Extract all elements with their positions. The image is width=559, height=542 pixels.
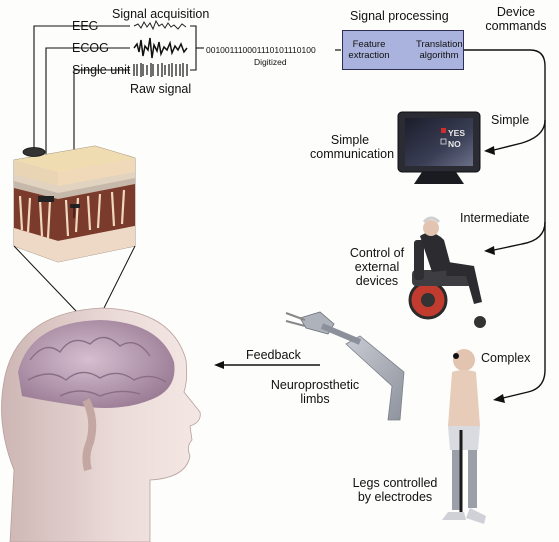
ecog-trace bbox=[133, 37, 188, 59]
signal-label-single-unit: Single unit bbox=[72, 63, 131, 77]
legs-electrodes-label: Legs controlled by electrodes bbox=[352, 476, 438, 504]
command-line bbox=[464, 49, 546, 399]
monitor-yes: YES bbox=[448, 128, 466, 138]
processing-box bbox=[342, 30, 464, 70]
signal-label-eeg: EEG bbox=[72, 19, 99, 33]
signal-label-ecog: ECOG bbox=[72, 41, 109, 55]
monitor bbox=[397, 111, 481, 184]
eeg-trace bbox=[133, 19, 187, 31]
level-complex: Complex bbox=[481, 351, 531, 365]
level-intermediate: Intermediate bbox=[460, 211, 530, 225]
feature-extraction-label: Feature extraction bbox=[348, 39, 390, 61]
signal-acquisition-title: Signal acquisition bbox=[112, 7, 210, 21]
simple-communication-label: Simple communication bbox=[310, 133, 395, 161]
signal-processing-title: Signal processing bbox=[350, 9, 449, 23]
bitstream-text: 001001110001110101110100 bbox=[206, 45, 316, 55]
monitor-no: NO bbox=[448, 139, 461, 149]
head bbox=[1, 307, 201, 542]
digitized-label: Digitized bbox=[254, 57, 287, 67]
translation-algorithm-label: Translation algorithm bbox=[416, 39, 463, 61]
external-devices-label: Control of external devices bbox=[349, 246, 405, 288]
device-commands-title: Device commands bbox=[485, 5, 547, 33]
cortex-block bbox=[13, 145, 136, 263]
standing-person bbox=[442, 349, 486, 524]
prosthetic-arm bbox=[285, 311, 405, 421]
feedback-label: Feedback bbox=[246, 348, 301, 362]
wheelchair bbox=[408, 216, 486, 328]
single-unit-trace bbox=[133, 63, 188, 77]
level-simple: Simple bbox=[491, 113, 530, 127]
neuroprosthetic-limbs-label: Neuroprosthetic limbs bbox=[270, 378, 360, 406]
raw-signal-label: Raw signal bbox=[130, 82, 192, 96]
